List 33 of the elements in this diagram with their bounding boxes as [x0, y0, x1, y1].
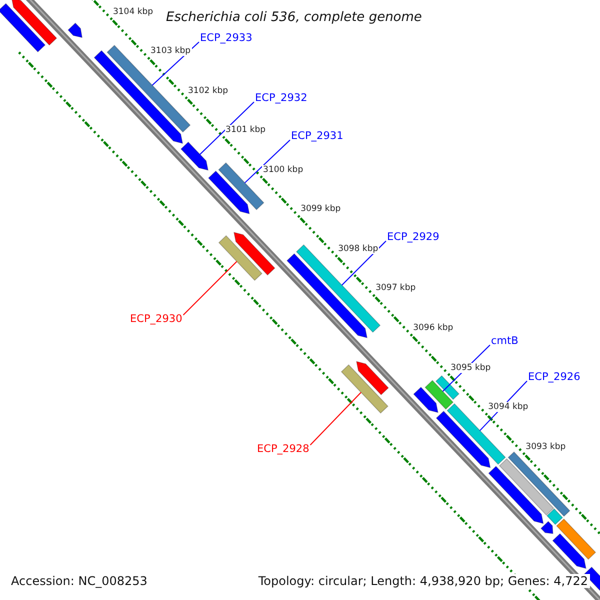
- leader-line: [182, 260, 238, 316]
- tick-label: 3099 kbp: [300, 204, 342, 214]
- leader-line: [244, 140, 290, 184]
- gene-block: [180, 142, 209, 171]
- tick-label: 3102 kbp: [187, 86, 230, 96]
- tick-label: 3095 kbp: [450, 362, 492, 373]
- gene-label: ECP_2932: [255, 92, 308, 104]
- gene-bar: [218, 162, 264, 210]
- tick-label: 3093 kbp: [524, 442, 567, 452]
- genome-stats-text: Topology: circular; Length: 4,938,920 bp; Genes: 4,722: [256, 574, 590, 588]
- gene-label: ECP_2929: [387, 231, 440, 243]
- tick-label: 3104 kbp: [112, 6, 154, 17]
- gene-label: cmtB: [491, 335, 518, 347]
- gene-label: ECP_2931: [291, 130, 344, 142]
- tick-label: 3098 kbp: [337, 244, 380, 254]
- gene-bar: [218, 235, 262, 281]
- tick-label: 3096 kbp: [412, 323, 454, 333]
- gene-label: ECP_2930: [130, 313, 182, 325]
- accession-text: Accession: NC_008253: [9, 574, 150, 588]
- gene-label: ECP_2928: [257, 443, 310, 455]
- gene-label: ECP_2933: [200, 32, 252, 44]
- tick-label: 3103 kbp: [150, 46, 192, 56]
- leader-line: [199, 102, 254, 155]
- tick-label: 3094 kbp: [487, 402, 530, 412]
- title: Escherichia coli 536, complete genome: [166, 10, 422, 25]
- gene-bar: [424, 380, 454, 410]
- tick-label: 3101 kbp: [224, 125, 267, 136]
- tick-label: 3100 kbp: [262, 164, 304, 175]
- tick-label: 3097 kbp: [374, 283, 417, 294]
- leader-line: [310, 392, 362, 446]
- gene-label: ECP_2926: [528, 371, 580, 383]
- leader-line: [341, 240, 386, 286]
- gene-bar: [340, 364, 388, 414]
